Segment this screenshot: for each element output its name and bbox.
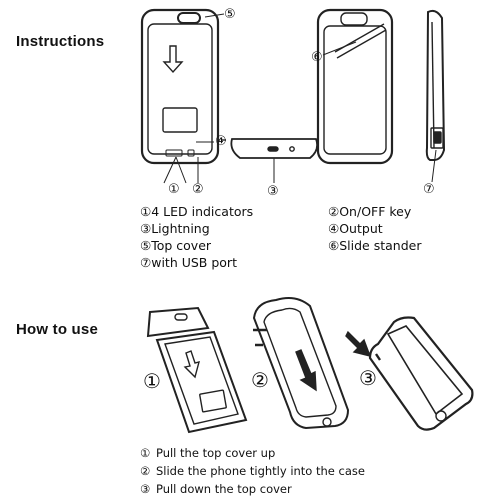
how-to-use-heading: How to use [16,321,99,338]
callout-7: ⑦ [423,182,435,197]
step-label: Pull the top cover up [155,446,276,460]
part-label: Slide stander [339,238,422,253]
part-label: with USB port [151,255,237,270]
step-label: Pull down the top cover [155,482,292,496]
part-number: ④ [328,221,340,236]
case-bottom-view [230,138,319,159]
part-label: Top cover [151,238,212,253]
case-side-view [425,9,446,161]
step-mark-3: ③ [359,366,377,390]
part-number: ⑦ [140,255,152,270]
step-number: ① [140,446,151,460]
step-2-drawing [252,297,350,430]
instructions-heading: Instructions [16,33,105,50]
part-item: ④Output [328,221,383,237]
callout-2: ② [192,182,204,197]
step-item: ③ Pull down the top cover [140,481,292,497]
part-item: ⑤Top cover [140,238,211,254]
part-label: Lightning [151,221,210,236]
callout-1: ① [168,182,180,197]
part-item: ②On/OFF key [328,204,411,220]
step-mark-2: ② [251,368,269,392]
part-label: Output [339,221,383,236]
step-item: ① Pull the top cover up [140,445,275,461]
case-back-view [316,8,394,165]
step-label: Slide the phone tightly into the case [155,464,365,478]
callout-3: ③ [267,184,279,199]
step-1-drawing [146,306,248,434]
part-number: ③ [140,221,152,236]
step-mark-1: ① [143,369,161,393]
callout-6: ⑥ [311,50,323,65]
part-item: ⑥Slide stander [328,238,421,254]
part-number: ⑥ [328,238,340,253]
part-item: ③Lightning [140,221,210,237]
step-number: ② [140,464,151,478]
part-number: ⑤ [140,238,152,253]
step-item: ② Slide the phone tightly into the case [140,463,365,479]
step-3-drawing [345,316,474,431]
case-front-view [140,8,226,165]
part-label: On/OFF key [339,204,412,219]
part-number: ② [328,204,340,219]
part-item: ①4 LED indicators [140,204,253,220]
part-number: ① [140,204,152,219]
part-label: 4 LED indicators [151,204,254,219]
step-number: ③ [140,482,151,496]
callout-5: ⑤ [224,7,236,22]
part-item: ⑦with USB port [140,255,237,271]
callout-4: ④ [215,134,227,149]
